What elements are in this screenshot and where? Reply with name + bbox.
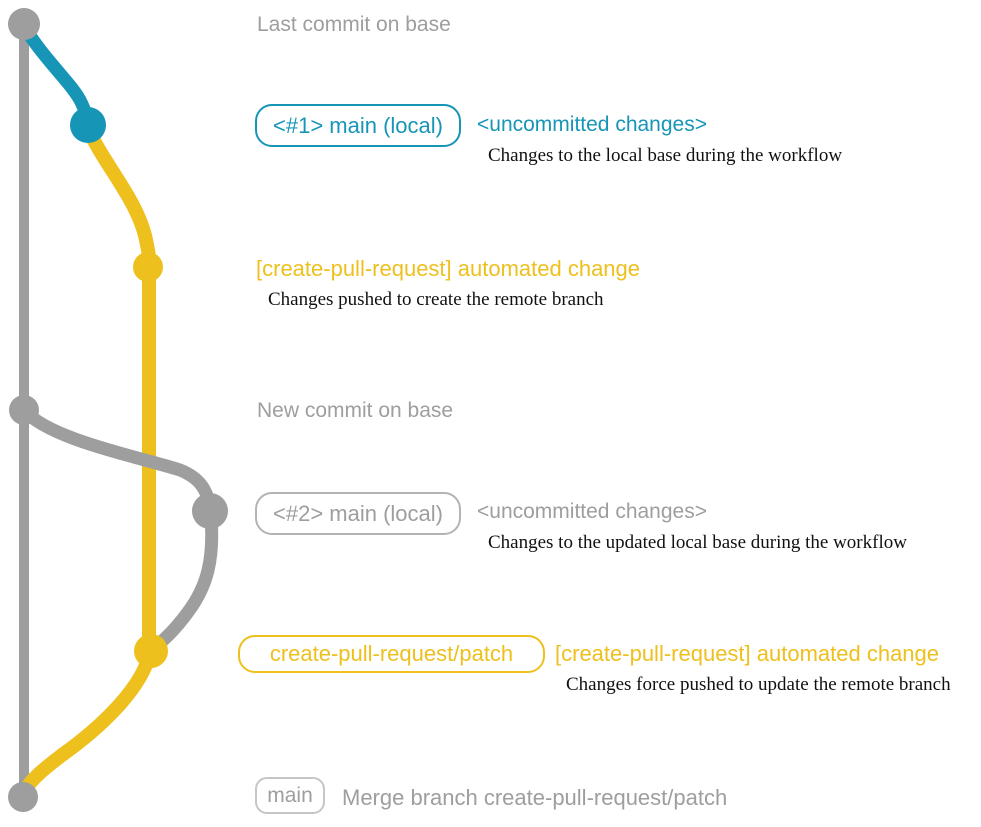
commit-dot-patch-2 — [134, 634, 168, 668]
commit-dot-merge — [8, 782, 38, 812]
patch-merge-curve — [17, 649, 156, 799]
base-update-merge-curve — [17, 403, 219, 656]
main-local-branch-curve — [18, 21, 94, 128]
description-local-base-changes: Changes to the local base during the wor… — [488, 145, 843, 166]
description-updated-local-base-changes: Changes to the updated local base during… — [488, 532, 907, 553]
message-uncommitted-changes-2: <uncommitted changes> — [477, 500, 707, 523]
branch-badge-patch-label: create-pull-request/patch — [269, 641, 514, 666]
message-merge-branch: Merge branch create-pull-request/patch — [342, 785, 728, 810]
message-uncommitted-changes-1: <uncommitted changes> — [477, 113, 707, 136]
branch-badge-patch: create-pull-request/patch — [238, 635, 545, 673]
commit-dot-main-local-2 — [192, 493, 228, 529]
branch-badge-main-local-2: <#2> main (local) — [255, 492, 461, 535]
commit-dot-main-local-1 — [70, 107, 106, 143]
commit-dot-last-base — [8, 8, 40, 40]
description-force-pushed-update-remote: Changes force pushed to update the remot… — [566, 674, 951, 695]
patch-branch-line — [81, 121, 156, 659]
branch-badge-main-local-1-label: <#1> main (local) — [273, 112, 443, 138]
label-new-commit-on-base: New commit on base — [257, 399, 454, 422]
message-automated-change-1: [create-pull-request] automated change — [256, 256, 641, 281]
branch-badge-main-local-1: <#1> main (local) — [255, 104, 461, 147]
commit-dot-patch-1 — [133, 252, 163, 282]
message-automated-change-2: [create-pull-request] automated change — [555, 641, 940, 666]
commit-dot-new-base — [9, 395, 39, 425]
branch-badge-main-label: main — [267, 783, 313, 807]
branch-badge-main-local-2-label: <#2> main (local) — [273, 500, 443, 526]
label-last-commit-on-base: Last commit on base — [257, 13, 451, 36]
description-pushed-create-remote: Changes pushed to create the remote bran… — [268, 289, 604, 310]
branch-badge-main: main — [255, 777, 325, 814]
